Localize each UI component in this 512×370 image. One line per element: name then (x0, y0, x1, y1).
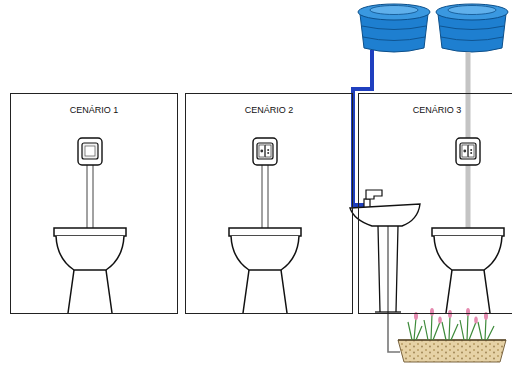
toilet-2 (229, 138, 301, 313)
toilet-1 (54, 138, 126, 313)
potable-pipe (353, 50, 372, 205)
scenario-title: CENÁRIO 1 (11, 105, 177, 115)
scenario-box: CENÁRIO 1 (10, 93, 178, 314)
wetland-bed (398, 308, 506, 362)
scenario-title: CENÁRIO 3 (359, 105, 512, 115)
toilet-3 (432, 138, 504, 313)
scenario-title: CENÁRIO 2 (186, 105, 352, 115)
scenario-box: CENÁRIO 3 (358, 93, 512, 314)
scenario-box: CENÁRIO 2 (185, 93, 353, 314)
water-tank-1 (358, 4, 430, 52)
water-tank-2 (436, 4, 508, 52)
sink (350, 190, 420, 312)
